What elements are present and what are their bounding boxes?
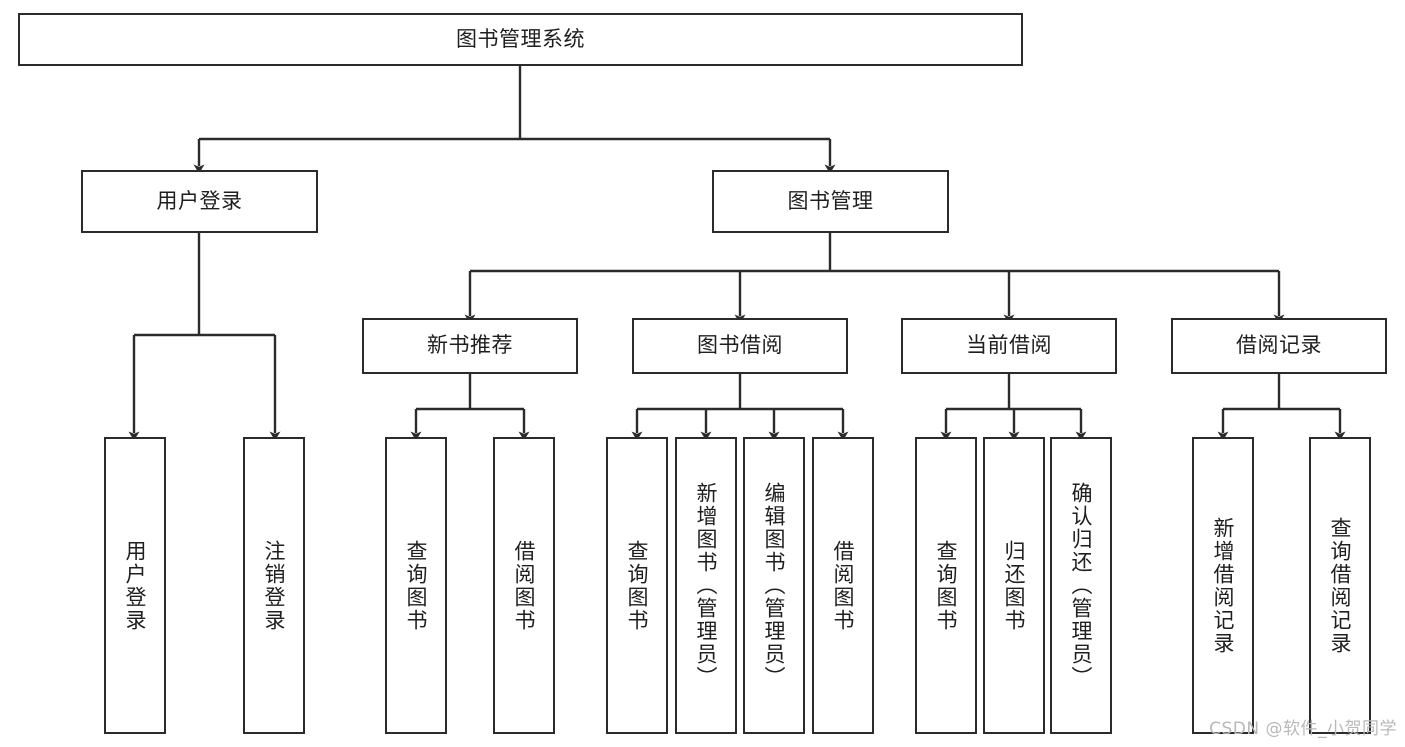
node-root[interactable]: 图书管理系统 — [18, 13, 1023, 66]
node-user-login-label: 用户登录 — [156, 188, 243, 213]
node-book-management[interactable]: 图书管理 — [712, 170, 949, 233]
node-leaf-query-record[interactable]: 查询借阅记录 — [1309, 437, 1371, 734]
node-leaf-confirm-return[interactable]: 确认归还（管理员） — [1050, 437, 1112, 734]
node-leaf-query-record-label: 查询借阅记录 — [1328, 516, 1353, 655]
node-leaf-borrow-book-2-label: 借阅图书 — [831, 539, 856, 632]
node-user-login[interactable]: 用户登录 — [81, 170, 318, 233]
node-leaf-user-login-label: 用户登录 — [123, 539, 148, 632]
node-book-borrow[interactable]: 图书借阅 — [632, 318, 848, 374]
node-current-borrow-label: 当前借阅 — [966, 333, 1052, 358]
node-leaf-confirm-return-label: 确认归还（管理员） — [1069, 482, 1094, 689]
node-leaf-edit-book[interactable]: 编辑图书（管理员） — [743, 437, 805, 734]
node-leaf-borrow-book-2[interactable]: 借阅图书 — [812, 437, 874, 734]
node-leaf-borrow-book-1[interactable]: 借阅图书 — [493, 437, 555, 734]
csdn-watermark: CSDN @软件_小贺同学 — [1209, 719, 1397, 739]
node-leaf-query-book-3[interactable]: 查询图书 — [915, 437, 977, 734]
node-leaf-logout[interactable]: 注销登录 — [243, 437, 305, 734]
node-current-borrow[interactable]: 当前借阅 — [901, 318, 1117, 374]
node-new-book-recommend[interactable]: 新书推荐 — [362, 318, 578, 374]
node-leaf-logout-label: 注销登录 — [262, 539, 287, 632]
node-leaf-add-book-label: 新增图书（管理员） — [694, 482, 719, 689]
node-book-borrow-label: 图书借阅 — [697, 333, 783, 358]
node-leaf-user-login[interactable]: 用户登录 — [104, 437, 166, 734]
node-leaf-query-book-2-label: 查询图书 — [625, 539, 650, 632]
node-leaf-query-book-2[interactable]: 查询图书 — [606, 437, 668, 734]
node-leaf-return-book-label: 归还图书 — [1002, 539, 1027, 632]
node-leaf-add-book[interactable]: 新增图书（管理员） — [675, 437, 737, 734]
node-leaf-return-book[interactable]: 归还图书 — [983, 437, 1045, 734]
node-borrow-record-label: 借阅记录 — [1236, 333, 1322, 358]
node-leaf-add-record[interactable]: 新增借阅记录 — [1192, 437, 1254, 734]
node-new-book-recommend-label: 新书推荐 — [427, 333, 513, 358]
node-leaf-add-record-label: 新增借阅记录 — [1211, 516, 1236, 655]
node-leaf-edit-book-label: 编辑图书（管理员） — [762, 482, 787, 689]
node-leaf-query-book-3-label: 查询图书 — [934, 539, 959, 632]
node-leaf-query-book-1-label: 查询图书 — [404, 539, 429, 632]
node-leaf-borrow-book-1-label: 借阅图书 — [512, 539, 537, 632]
node-borrow-record[interactable]: 借阅记录 — [1171, 318, 1387, 374]
node-root-label: 图书管理系统 — [456, 26, 585, 51]
node-leaf-query-book-1[interactable]: 查询图书 — [385, 437, 447, 734]
node-book-management-label: 图书管理 — [787, 188, 874, 213]
